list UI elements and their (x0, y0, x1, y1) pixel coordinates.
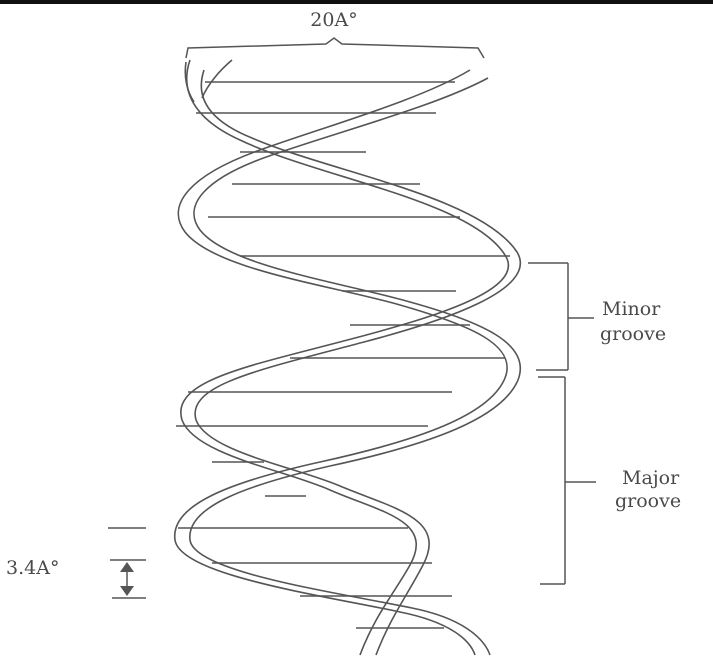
dna-strand-b (175, 70, 521, 655)
major-groove-bracket (538, 377, 596, 584)
strand-tails (185, 60, 232, 102)
minor-groove-label-2: groove (600, 323, 666, 345)
minor-groove-bracket (528, 263, 594, 370)
arrow-down-icon (120, 586, 134, 596)
arrow-up-icon (120, 562, 134, 572)
rise-label: 3.4A° (6, 557, 59, 579)
minor-groove-label: Minor (602, 298, 661, 320)
width-label: 20A° (310, 9, 357, 31)
major-groove-label-2: groove (615, 490, 681, 512)
width-brace (186, 38, 484, 58)
major-groove-label: Major (622, 467, 680, 489)
